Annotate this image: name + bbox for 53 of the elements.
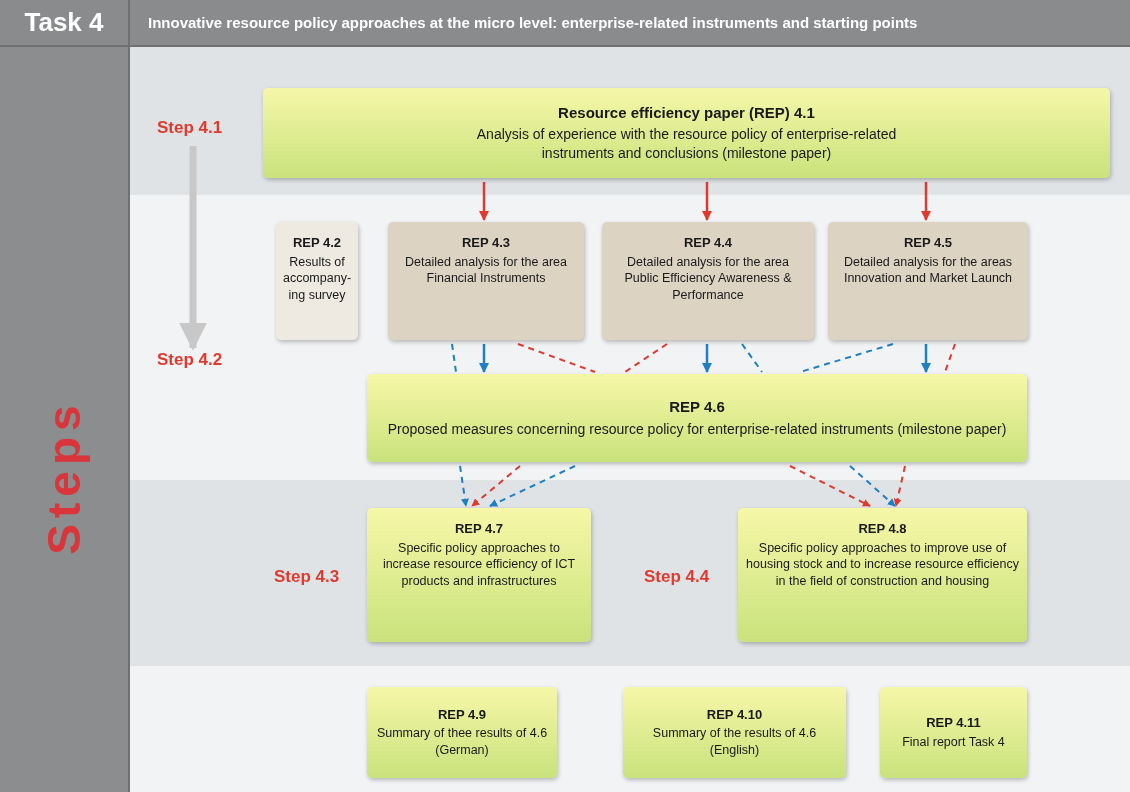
- report-box: [738, 508, 1027, 642]
- box-text: Analysis of experience with the resource policy of enterprise-related instruments and conclusions (milestone paper): [475, 125, 898, 163]
- arrow: [702, 344, 712, 373]
- box-heading: REP 4.9: [437, 705, 487, 724]
- arrow: [702, 182, 712, 221]
- box-heading: REP 4.3: [461, 234, 511, 252]
- step-label: Step 4.2: [157, 350, 223, 370]
- box-heading: Resource efficiency paper (REP) 4.1: [558, 103, 815, 123]
- dashed-arrow: [789, 465, 871, 507]
- header-title: Innovative resource policy approaches at the micro level: enterprise-related instruments and starting points: [148, 13, 919, 33]
- analysis-box: [828, 222, 1028, 340]
- box-heading: REP 4.6: [669, 397, 725, 418]
- box-heading: REP 4.8: [858, 520, 907, 538]
- box-text: Summary of the results of 4.6 (English): [651, 725, 818, 760]
- box-text: Results of accompany-ing survey: [282, 253, 352, 305]
- report-box: [263, 88, 1110, 178]
- arrow: [479, 344, 489, 373]
- step-label: Step 4.3: [274, 567, 340, 587]
- vertical-heading: Steps: [37, 399, 91, 555]
- box-heading: REP 4.10: [706, 705, 763, 724]
- dashed-arrow: [489, 465, 576, 507]
- box-text: Specific policy approaches to improve use of housing stock and to increase resource efficiency in the field of construction and housing: [746, 539, 1019, 591]
- report-box: [367, 374, 1027, 462]
- dashed-arrow: [849, 465, 896, 507]
- dashed-arrow: [459, 465, 469, 507]
- box-heading: REP 4.7: [454, 520, 504, 538]
- box-text: Detailed analysis for the areas Innovation and Market Launch: [842, 253, 1014, 288]
- analysis-box: [388, 222, 584, 340]
- step-label: Step 4.1: [157, 118, 223, 138]
- arrow: [479, 182, 489, 221]
- dashed-arrow: [893, 465, 906, 507]
- report-box: [367, 687, 557, 778]
- arrow: [921, 182, 931, 221]
- box-text: Proposed measures concerning resource policy for enterprise-related instruments (milestone paper): [387, 419, 1007, 439]
- box-heading: REP 4.5: [903, 234, 953, 252]
- report-box: [367, 508, 591, 642]
- box-heading: REP 4.2: [292, 234, 342, 252]
- dashed-arrow: [471, 465, 521, 507]
- report-box: [880, 687, 1027, 778]
- box-text: Summary of thee results of 4.6 (German): [375, 725, 549, 760]
- arrow: [179, 146, 207, 351]
- box-text: Detailed analysis for the area Financial Instruments: [404, 253, 568, 288]
- task-heading: Task 4: [0, 0, 130, 45]
- box-text: Specific policy approaches to increase resource efficiency of ICT products and infrastructures: [381, 539, 577, 591]
- box-text: Final report Task 4: [902, 733, 1005, 751]
- box-heading: REP 4.11: [926, 714, 981, 732]
- analysis-box: [276, 222, 358, 340]
- step-label: Step 4.4: [644, 567, 710, 587]
- box-text: Detailed analysis for the area Public Efficiency Awareness & Performance: [623, 253, 793, 305]
- arrow: [921, 344, 931, 373]
- box-heading: REP 4.4: [683, 234, 733, 252]
- report-box: [623, 687, 846, 778]
- analysis-box: [602, 222, 814, 340]
